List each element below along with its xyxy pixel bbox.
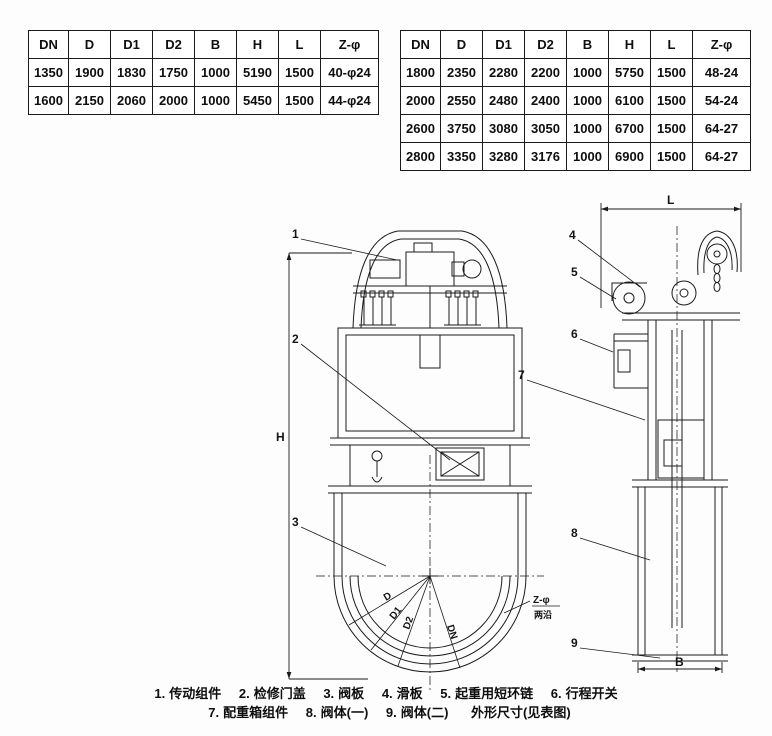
dim-d2-label: D2 <box>401 615 416 631</box>
col-d1: D1 <box>110 30 153 59</box>
dim-dn-label: DN <box>444 624 459 641</box>
dim-l <box>600 203 742 308</box>
cell: 1500 <box>650 142 693 171</box>
cell: 2000 <box>400 86 441 115</box>
callout-7: 7 <box>518 368 646 421</box>
legend-item-8: 8.阀体(一) <box>305 705 369 720</box>
table-row: 1350 1900 1830 1750 1000 5190 1500 40-φ2… <box>28 58 379 87</box>
legend-item-2: 2.检修门盖 <box>238 686 306 701</box>
callout-9: 9 <box>571 636 661 659</box>
callout-4: 4 <box>569 228 641 288</box>
cell: 40-φ24 <box>320 58 379 87</box>
cell: 1600 <box>28 86 69 115</box>
legend-item-9: 9.阀体(二) <box>385 705 449 720</box>
cell: 1000 <box>566 142 609 171</box>
cell: 1500 <box>278 86 321 115</box>
legend-item-4: 4.滑板 <box>381 686 423 701</box>
dim-d1-label: D1 <box>388 605 405 622</box>
col-d1: D1 <box>482 30 525 59</box>
cell: 2150 <box>68 86 111 115</box>
cell: 5190 <box>236 58 279 87</box>
table-row: 2600 3750 3080 3050 1000 6700 1500 64-27 <box>400 114 751 143</box>
callout-2: 2 <box>292 332 451 461</box>
cell: 3350 <box>440 142 483 171</box>
cell: 3280 <box>482 142 525 171</box>
callout-3: 3 <box>292 515 387 567</box>
callout-1: 1 <box>292 227 398 261</box>
cell: 2350 <box>440 58 483 87</box>
cell: 44-φ24 <box>320 86 379 115</box>
cell: 2060 <box>110 86 153 115</box>
cell: 1800 <box>400 58 441 87</box>
col-dn: DN <box>400 30 441 59</box>
dim-h-label: H <box>276 430 285 444</box>
cell: 1000 <box>194 86 237 115</box>
col-z: Z-φ <box>320 30 379 59</box>
cell: 3050 <box>524 114 567 143</box>
front-view <box>316 230 544 690</box>
col-dn: DN <box>28 30 69 59</box>
legend-item-1: 1.传动组件 <box>154 686 222 701</box>
cell: 1900 <box>68 58 111 87</box>
callout-6: 6 <box>571 327 614 353</box>
legend-item-5: 5.起重用短环链 <box>440 686 534 701</box>
table-row: 1600 2150 2060 2000 1000 5450 1500 44-φ2… <box>28 86 379 115</box>
svg-text:9: 9 <box>571 636 578 650</box>
legend-line-1: 1.传动组件 2.检修门盖 3.阀板 4.滑板 5.起重用短环链 6.行程开关 <box>0 683 772 702</box>
dim-z-label: Z-φ <box>533 595 550 606</box>
table-row: 2800 3350 3280 3176 1000 6900 1500 64-27 <box>400 142 751 171</box>
cell: 6100 <box>608 86 651 115</box>
spec-table-left: DN D D1 D2 B H L Z-φ 1350 1900 1830 1750… <box>28 30 379 115</box>
svg-text:2: 2 <box>292 332 299 346</box>
cell: 1500 <box>650 114 693 143</box>
cell: 5450 <box>236 86 279 115</box>
svg-text:4: 4 <box>569 228 576 242</box>
cell: 1000 <box>566 58 609 87</box>
header-row: DN D D1 D2 B H L Z-φ <box>28 30 379 59</box>
dim-z-note: 两沿 <box>534 609 552 620</box>
cell: 1000 <box>566 114 609 143</box>
dim-d-label: D <box>382 590 394 603</box>
legend-item-3: 3.阀板 <box>323 686 365 701</box>
cell: 6700 <box>608 114 651 143</box>
legend: 1.传动组件 2.检修门盖 3.阀板 4.滑板 5.起重用短环链 6.行程开关 … <box>0 683 772 721</box>
svg-text:1: 1 <box>292 227 299 241</box>
callout-8: 8 <box>571 526 651 561</box>
cell: 1350 <box>28 58 69 87</box>
cell: 1830 <box>110 58 153 87</box>
side-view <box>611 226 740 672</box>
cell: 2000 <box>152 86 195 115</box>
cell: 64-27 <box>692 142 751 171</box>
dim-b-label: B <box>675 655 684 669</box>
legend-note: 外形尺寸(见表图) <box>471 705 571 720</box>
col-d2: D2 <box>152 30 195 59</box>
cell: 1500 <box>650 58 693 87</box>
svg-text:6: 6 <box>571 327 578 341</box>
table-row: 2000 2550 2480 2400 1000 6100 1500 54-24 <box>400 86 751 115</box>
dim-h <box>286 252 368 680</box>
cell: 64-27 <box>692 114 751 143</box>
cell: 48-24 <box>692 58 751 87</box>
svg-text:5: 5 <box>571 265 578 279</box>
legend-item-6: 6.行程开关 <box>550 686 618 701</box>
cell: 1500 <box>278 58 321 87</box>
legend-line-2: 7.配重箱组件 8.阀体(一) 9.阀体(二) 外形尺寸(见表图) <box>0 702 772 721</box>
cell: 2200 <box>524 58 567 87</box>
cell: 5750 <box>608 58 651 87</box>
svg-text:3: 3 <box>292 515 299 529</box>
callout-5: 5 <box>571 265 617 300</box>
dim-b <box>637 662 723 673</box>
spec-table-right: DN D D1 D2 B H L Z-φ 1800 2350 2280 2200… <box>400 30 751 171</box>
table-row: 1800 2350 2280 2200 1000 5750 1500 48-24 <box>400 58 751 87</box>
cell: 2280 <box>482 58 525 87</box>
bolt-circle-note <box>503 600 560 614</box>
col-h: H <box>236 30 279 59</box>
cell: 54-24 <box>692 86 751 115</box>
legend-item-7: 7.配重箱组件 <box>208 705 289 720</box>
col-l: L <box>278 30 321 59</box>
dim-l-label: L <box>667 193 674 207</box>
svg-text:8: 8 <box>571 526 578 540</box>
svg-text:7: 7 <box>518 368 525 382</box>
